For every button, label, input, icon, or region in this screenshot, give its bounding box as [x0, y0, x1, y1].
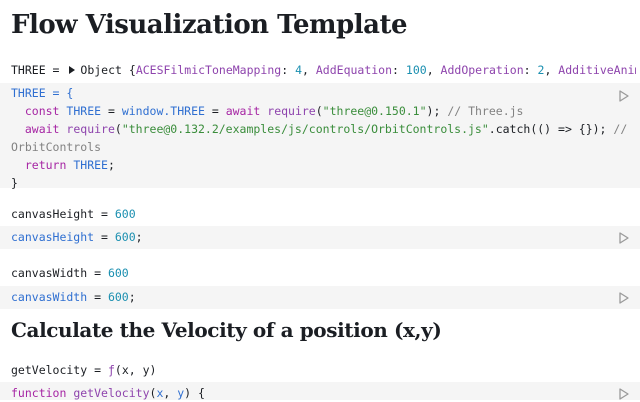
- prop-key: AddEquation: [315, 63, 393, 77]
- comment: //: [613, 122, 628, 136]
- code-text: ,: [163, 386, 178, 400]
- canvas-height-cell[interactable]: canvasHeight = 600;: [0, 226, 640, 249]
- output-name: canvasHeight: [11, 207, 95, 221]
- comment: // Three.js: [447, 104, 524, 118]
- keyword: await: [24, 122, 60, 136]
- prop-key: AdditiveAnimationB: [558, 63, 636, 77]
- identifier: canvasWidth: [11, 290, 88, 304]
- three-code-cell[interactable]: THREE = { const THREE = window.THREE = a…: [0, 83, 640, 190]
- prop-value: 2: [537, 63, 545, 77]
- canvas-height-output: canvasHeight = 600: [11, 207, 136, 221]
- run-cell-icon[interactable]: [617, 291, 631, 305]
- string-literal: "three@0.132.2/examples/js/controls/Orbi…: [121, 122, 489, 136]
- open-brace: {: [121, 63, 136, 77]
- get-velocity-cell[interactable]: function getVelocity(x, y) {: [0, 382, 640, 400]
- identifier: window: [121, 104, 164, 118]
- prop-key: AddOperation: [440, 63, 524, 77]
- param: x: [156, 386, 164, 400]
- code-block[interactable]: canvasWidth = 600;: [11, 290, 136, 304]
- comment: OrbitControls: [11, 140, 102, 154]
- output-value: 600: [107, 266, 129, 280]
- code-text: ) {: [184, 386, 205, 400]
- keyword: return: [24, 158, 67, 172]
- canvas-width-cell[interactable]: canvasWidth = 600;: [0, 286, 640, 309]
- equals-sign: =: [45, 63, 67, 77]
- get-velocity-output: getVelocity = ƒ(x, y): [11, 363, 157, 377]
- function-symbol: ƒ: [107, 363, 115, 377]
- identifier: THREE: [73, 158, 108, 172]
- function-call: require: [66, 122, 115, 136]
- output-name: canvasWidth: [11, 266, 88, 280]
- run-cell-icon[interactable]: [617, 89, 631, 103]
- close-brace: }: [11, 176, 18, 190]
- identifier: .THREE: [163, 104, 205, 118]
- expand-triangle-icon[interactable]: [69, 66, 76, 74]
- three-output-type[interactable]: Object: [80, 63, 122, 77]
- prop-value: 100: [405, 63, 427, 77]
- keyword: await: [225, 104, 261, 118]
- prop-value: 4: [295, 63, 303, 77]
- keyword: function: [11, 386, 67, 400]
- string-literal: "three@0.150.1": [322, 104, 427, 118]
- number-literal: 600: [107, 290, 129, 304]
- output-value: 600: [114, 207, 136, 221]
- param: y: [177, 386, 185, 400]
- prop-key: ACESFilmicToneMapping: [135, 63, 282, 77]
- page-title: Flow Visualization Template: [11, 10, 408, 40]
- code-block[interactable]: canvasHeight = 600;: [11, 230, 143, 244]
- code-block[interactable]: THREE = { const THREE = window.THREE = a…: [11, 86, 628, 190]
- number-literal: 600: [114, 230, 136, 244]
- function-name: getVelocity: [73, 386, 150, 400]
- run-cell-icon[interactable]: [617, 387, 631, 401]
- identifier: THREE: [66, 104, 102, 118]
- code-text: .catch(() => {});: [488, 122, 607, 136]
- code-line: THREE = {: [11, 86, 74, 100]
- canvas-width-output: canvasWidth = 600: [11, 266, 129, 280]
- run-cell-icon[interactable]: [617, 231, 631, 245]
- function-params: (x, y): [114, 363, 157, 377]
- code-block[interactable]: function getVelocity(x, y) {: [11, 384, 205, 402]
- output-name: getVelocity: [11, 363, 88, 377]
- three-output: THREE = Object {ACESFilmicToneMapping: 4…: [11, 62, 636, 78]
- code-text: (: [149, 386, 157, 400]
- identifier: canvasHeight: [11, 230, 95, 244]
- three-output-name: THREE: [11, 63, 46, 77]
- section-heading: Calculate the Velocity of a position (x,…: [11, 318, 442, 342]
- function-call: require: [267, 104, 316, 118]
- keyword: const: [24, 104, 60, 118]
